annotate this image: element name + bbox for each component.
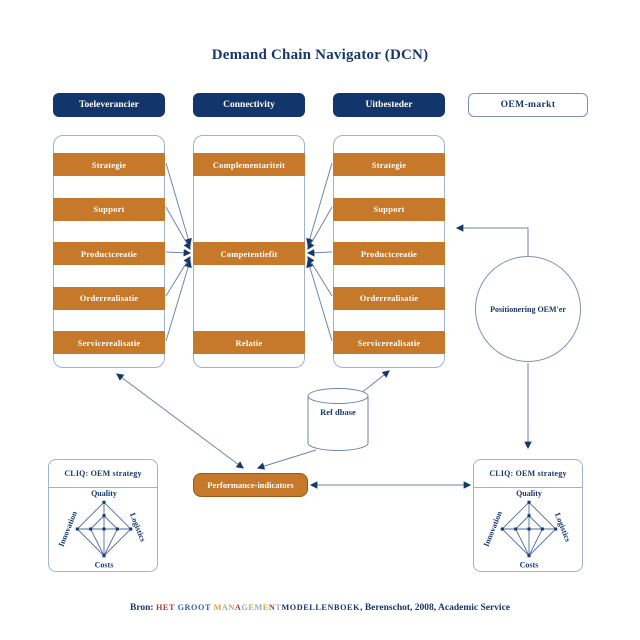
lane-header-uitbesteder: Uitbesteder: [333, 93, 445, 117]
footer-segment: M: [254, 603, 263, 612]
radar-axis-quality: Quality: [91, 489, 117, 498]
cliq-title: CLIQ: OEM strategy: [474, 460, 582, 488]
cliq-box-right: CLIQ: OEM strategy Quality Logistics Cos…: [473, 459, 583, 572]
radar-chart: Quality Logistics Costs Innovation: [482, 489, 573, 569]
database-label: Ref dbase: [320, 407, 356, 417]
process-bar-strategie: Strategie: [53, 153, 165, 176]
radar-axis-logistics: Logistics: [553, 512, 573, 543]
performance-indicators-box: Performance-indicators: [193, 473, 308, 497]
radar-axis-quality: Quality: [516, 489, 542, 498]
lane-label: Uitbesteder: [365, 100, 413, 110]
radar-axis-costs: Costs: [95, 560, 114, 569]
process-bar-support: Support: [333, 197, 445, 221]
positioning-circle: Positionering OEM'er: [475, 256, 581, 362]
footer-segment: E: [262, 603, 269, 612]
cliq-title: CLIQ: OEM strategy: [49, 460, 157, 488]
process-bar-strategie: Strategie: [333, 153, 445, 176]
process-bar-productcreatie: Productcreatie: [53, 242, 165, 265]
radar-axis-logistics: Logistics: [128, 512, 148, 543]
lane-header-toeleverancier: Toeleverancier: [53, 93, 165, 117]
footer-segment: , Berenschot, 2008, Academic Service: [360, 603, 511, 613]
footer-segment: T: [275, 603, 282, 612]
footer-segment: E: [248, 603, 255, 612]
lane-label: Connectivity: [223, 100, 275, 110]
lane-label: OEM-markt: [500, 100, 556, 110]
process-bar-orderrealisatie: Orderrealisatie: [333, 286, 445, 310]
performance-indicators-label: Performance-indicators: [207, 480, 294, 490]
positioning-circle-label: Positionering OEM'er: [490, 304, 566, 314]
page-title: Demand Chain Navigator (DCN): [211, 47, 429, 63]
lane-header-oem-markt: OEM-markt: [468, 93, 588, 117]
process-bar-competentiefit: Competentiefit: [193, 242, 305, 265]
footer-segment: A: [221, 603, 229, 612]
footer-segment: GROOT: [177, 603, 211, 612]
footer-segment: A: [234, 603, 242, 612]
footer-segment: M: [213, 603, 222, 612]
process-bar-complementariteit: Complementariteit: [193, 153, 305, 176]
radar-axis-costs: Costs: [520, 560, 539, 569]
lane-header-connectivity: Connectivity: [193, 93, 305, 117]
process-bar-productcreatie: Productcreatie: [333, 242, 445, 265]
footer-segment: N: [228, 603, 235, 612]
lane-label: Toeleverancier: [79, 100, 139, 110]
footer-segment: N: [268, 603, 276, 612]
radar-chart: Quality Logistics Costs Innovation: [57, 489, 148, 569]
footer-source: Bron: HET GROOT MANAGEMENTMODELLENBOEK, …: [0, 603, 640, 613]
footer-segment: MODELLENBOEK: [281, 603, 361, 612]
database-cylinder: [307, 388, 369, 451]
process-bar-relatie: Relatie: [193, 331, 305, 354]
process-bar-servicerealisatie: Servicerealisatie: [53, 331, 165, 354]
footer-segment: HET: [155, 603, 175, 612]
process-bar-servicerealisatie: Servicerealisatie: [333, 331, 445, 354]
process-bar-orderrealisatie: Orderrealisatie: [53, 286, 165, 310]
process-bar-support: Support: [53, 197, 165, 221]
cliq-box-left: CLIQ: OEM strategy Quality Logistics Cos…: [48, 459, 158, 572]
footer-segment: Bron:: [129, 603, 156, 613]
footer-segment: G: [241, 603, 249, 612]
